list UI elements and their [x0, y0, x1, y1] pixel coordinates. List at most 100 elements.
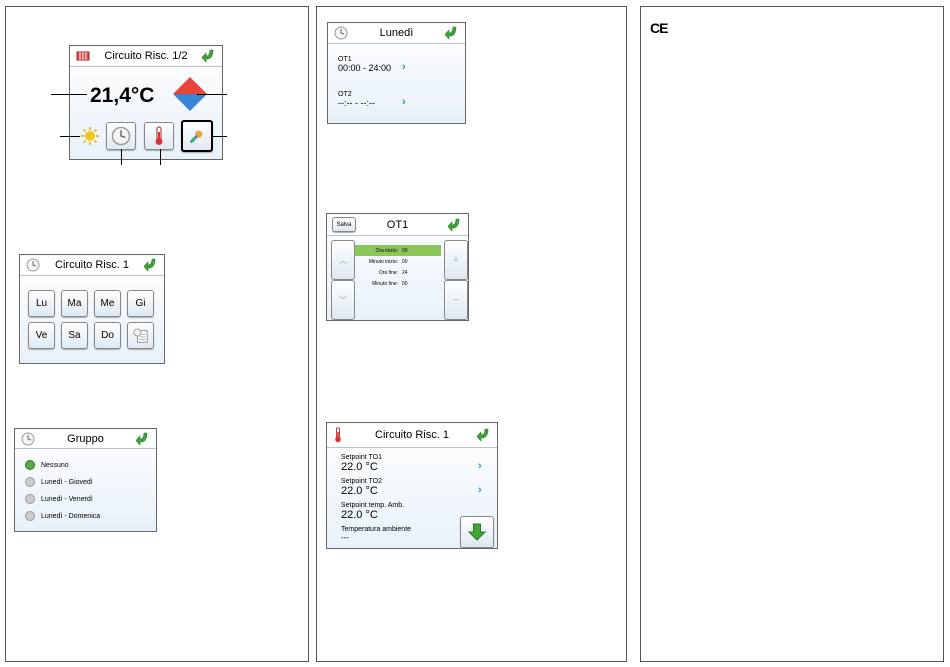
- day-button-gi[interactable]: Gi: [127, 290, 154, 317]
- day-panel-header: Lunedì: [328, 23, 465, 44]
- day-button-do[interactable]: Do: [94, 322, 121, 349]
- clock-icon: [21, 432, 35, 446]
- setpoint-item[interactable]: Setpoint TO1 22.0 °C: [341, 454, 382, 473]
- return-icon[interactable]: [202, 49, 216, 63]
- return-icon[interactable]: [448, 218, 462, 232]
- group-panel-header: Gruppo: [15, 429, 156, 449]
- setpoint-value: ---: [341, 533, 349, 542]
- setpoint-label: Setpoint temp. Amb.: [341, 502, 405, 509]
- chevron-up-icon: ︿: [339, 255, 347, 265]
- setpoint-label: Setpoint TO1: [341, 454, 382, 461]
- chevron-down-icon: ﹀: [339, 295, 347, 305]
- clock-icon: [111, 126, 131, 146]
- setpoint-value: 22.0 °C: [341, 461, 378, 473]
- decrement-button[interactable]: −: [444, 280, 468, 320]
- setpoint-item[interactable]: Setpoint TO2 22.0 °C: [341, 478, 382, 497]
- main-panel-title: Circuito Risc. 1/2: [104, 50, 188, 62]
- increment-button[interactable]: +: [444, 240, 468, 280]
- group-option[interactable]: Lunedì - Venerdì: [25, 494, 93, 504]
- setpoint-label: Temperatura ambiente: [341, 526, 412, 533]
- field-value: 00: [402, 258, 408, 265]
- radio-selected-icon: [25, 460, 35, 470]
- group-copy-button[interactable]: [127, 322, 154, 349]
- time-field-row[interactable]: Ora fine: 24: [355, 267, 441, 278]
- scroll-up-button[interactable]: ︿: [331, 240, 355, 280]
- week-panel-header: Circuito Risc. 1: [20, 255, 164, 276]
- slot-label: OT2: [338, 91, 352, 98]
- group-option[interactable]: Nessuno: [25, 460, 69, 470]
- group-option-label: Nessuno: [41, 461, 69, 469]
- field-label: Minuto inizio:: [368, 258, 398, 265]
- setpoint-panel-header: Circuito Risc. 1: [327, 423, 497, 448]
- field-value: 00: [402, 247, 408, 254]
- chevron-right-icon: ›: [402, 61, 406, 73]
- setpoint-item[interactable]: Setpoint temp. Amb. 22.0 °C: [341, 502, 404, 521]
- time-field-row[interactable]: Minuto fine: 00: [355, 278, 441, 289]
- arrow-down-icon: [468, 523, 486, 541]
- return-icon[interactable]: [144, 258, 158, 272]
- callout-line: [211, 136, 227, 137]
- minus-icon: −: [452, 294, 460, 306]
- setpoint-item: Temperatura ambiente ---: [341, 526, 411, 542]
- field-label: Minuto fine:: [372, 280, 398, 287]
- callout-line: [121, 149, 122, 165]
- callout-line: [197, 94, 227, 95]
- field-value: 24: [402, 269, 408, 276]
- group-option[interactable]: Lunedì - Giovedì: [25, 477, 93, 487]
- field-label: Ora fine:: [378, 269, 398, 276]
- mode-diamond-icon[interactable]: [172, 76, 208, 112]
- save-button[interactable]: Salva: [332, 217, 356, 232]
- column-right: [640, 6, 944, 662]
- radio-icon: [25, 511, 35, 521]
- field-label: Ora inizio:: [375, 247, 398, 254]
- day-button-sa[interactable]: Sa: [61, 322, 88, 349]
- radiator-icon: [76, 51, 90, 61]
- slot-value: 00:00 - 24:00: [338, 63, 392, 73]
- settings-button[interactable]: [181, 120, 213, 152]
- scroll-down-button[interactable]: [460, 516, 494, 548]
- thermometer-button[interactable]: [144, 122, 174, 150]
- room-temperature: 21,4°C: [90, 84, 155, 107]
- service-icon: [189, 130, 203, 144]
- setpoint-value: 22.0 °C: [341, 485, 378, 497]
- group-option[interactable]: Lunedì - Domenica: [25, 511, 100, 521]
- callout-line: [51, 94, 87, 95]
- clock-icon: [334, 26, 348, 40]
- radio-icon: [25, 494, 35, 504]
- day-panel-title: Lunedì: [379, 27, 414, 39]
- main-panel-header: Circuito Risc. 1/2: [70, 46, 222, 67]
- group-option-label: Lunedì - Giovedì: [41, 478, 93, 486]
- group-panel-title: Gruppo: [67, 432, 104, 445]
- clock-button[interactable]: [106, 122, 136, 150]
- slot-label: OT1: [338, 56, 352, 63]
- slot-value: --:-- - --:--: [338, 98, 375, 108]
- scroll-down-button[interactable]: ﹀: [331, 280, 355, 320]
- day-button-ma[interactable]: Ma: [61, 290, 88, 317]
- time-field-list: Ora inizio: 00 Minuto inizio: 00 Ora fin…: [355, 245, 441, 289]
- ot-panel-title: OT1: [386, 218, 409, 231]
- plus-icon: +: [452, 254, 460, 266]
- slot-row[interactable]: OT1 00:00 - 24:00 ›: [338, 56, 458, 78]
- return-icon[interactable]: [477, 428, 491, 442]
- day-button-me[interactable]: Me: [94, 290, 121, 317]
- thermometer-icon: [335, 427, 341, 443]
- radio-icon: [25, 477, 35, 487]
- callout-line: [60, 136, 80, 137]
- return-icon[interactable]: [445, 26, 459, 40]
- day-button-ve[interactable]: Ve: [28, 322, 55, 349]
- chevron-right-icon[interactable]: ›: [478, 460, 482, 472]
- week-panel-title: Circuito Risc. 1: [55, 259, 129, 271]
- ot-panel-header: Salva OT1: [327, 214, 468, 236]
- callout-line: [160, 149, 161, 165]
- day-button-lu[interactable]: Lu: [28, 290, 55, 317]
- setpoint-label: Setpoint TO2: [341, 478, 382, 485]
- setpoint-panel: Circuito Risc. 1 Setpoint TO1 22.0 °C › …: [326, 422, 498, 549]
- time-field-row[interactable]: Minuto inizio: 00: [355, 256, 441, 267]
- return-icon[interactable]: [136, 432, 150, 446]
- ot-panel: Salva OT1 ︿ ﹀ Ora inizio: 00 Minuto iniz…: [326, 213, 469, 321]
- slot-row[interactable]: OT2 --:-- - --:-- ›: [338, 91, 458, 113]
- time-field-row[interactable]: Ora inizio: 00: [355, 245, 441, 256]
- setpoint-value: 22.0 °C: [341, 509, 378, 521]
- sun-icon: [81, 127, 99, 145]
- chevron-right-icon[interactable]: ›: [478, 484, 482, 496]
